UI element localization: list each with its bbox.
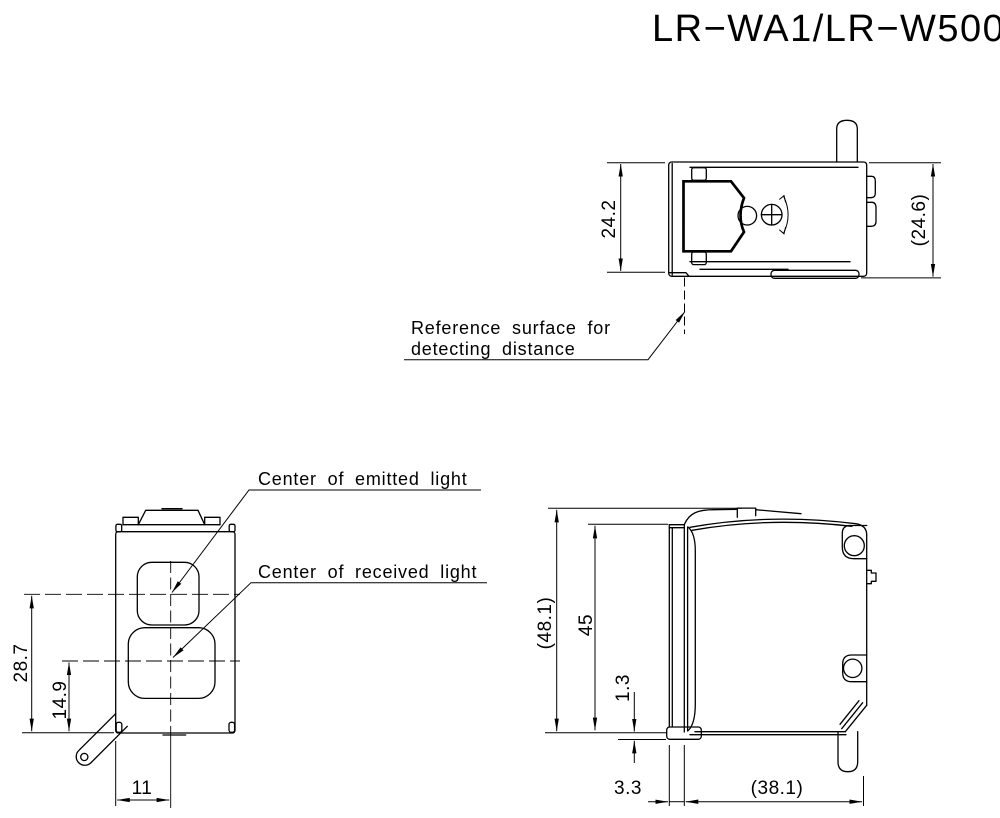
dim-text-top-front-height: 24.2 [599,200,620,239]
chamfer-line-2 [841,702,864,730]
front-view-shoulder-left [122,516,139,526]
top-view-side-tab-2 [866,201,877,227]
top-view-front-bottom-step [668,272,690,277]
top-view-cable-gland [836,119,858,163]
side-view-top-tab [736,507,757,518]
received-light-leader [172,582,487,658]
reference-note-line2: detecting distance [411,339,576,359]
dim-text-body-depth: (38.1) [751,778,804,799]
chamfer-line-3 [839,700,860,725]
dim-text-emitted-height: 28.7 [11,644,32,683]
front-view-corner-nub-br [228,721,236,733]
dim-text-received-height: 14.9 [50,681,71,720]
side-view-tab-trailing-line [755,509,802,515]
front-view-corner-nub-bl [115,721,123,733]
front-view: 28.7 14.9 11 Center of emitted light Cen… [11,469,487,808]
front-view-shoulder-right [204,516,221,526]
mounting-hole-top [843,535,865,557]
top-view-side-tab-1 [866,175,876,199]
front-view-cable [75,713,128,766]
rotation-arrow-bottom-barb [778,226,787,235]
top-view-pivot-circle [737,205,758,226]
dim-text-base-offset: 1.3 [613,674,634,702]
label-center-emitted-light: Center of emitted light [258,469,468,489]
drawing-title: LR−WA1/LR−W500 [652,8,1000,50]
emitter-lens-window [136,561,200,626]
receiver-lens-window [127,627,216,700]
side-view-rear-tab [866,569,877,585]
mounting-boss-top [841,524,868,560]
dim-text-lens-offset: 11 [132,778,153,799]
dim-text-top-overall-height: (24.6) [909,194,930,247]
side-view-cable [837,731,859,773]
mounting-hole-bottom [842,658,863,679]
top-view-lens-housing [682,179,746,253]
mounting-boss-bottom [842,654,868,683]
top-view: 24.2 (24.6) Reference surface for detect… [404,119,941,361]
rotation-arrow-top-barb [778,194,787,203]
front-view-cable-end [80,752,89,762]
top-view-clip-top [691,167,707,181]
front-view-corner-nub-tl [115,523,123,533]
dim-text-side-body-height: 45 [576,614,597,636]
side-view-top-arch-inner [691,521,853,531]
top-view-clip-bottom [691,251,707,266]
top-view-bottom-lip [770,269,860,279]
front-view-body-outline [115,531,236,734]
top-view-body-outline [668,161,868,277]
side-view: (48.1) 45 1.3 3.3 (38.1) [535,507,877,806]
chamfer-edge [844,704,868,733]
label-center-received-light: Center of received light [258,562,477,582]
emitted-light-leader [171,489,481,593]
side-view-top-arch-outer [689,518,868,536]
front-view-corner-nub-tr [228,523,236,533]
reference-note-leader [404,311,686,361]
dim-text-side-overall-height: (48.1) [535,597,556,650]
front-view-top-trapezoid [137,509,206,526]
side-view-cover-curve [683,508,737,525]
reference-note-line1: Reference surface for [411,318,611,338]
dim-text-flange-depth: 3.3 [614,778,642,799]
side-view-inner-shell [687,526,696,732]
